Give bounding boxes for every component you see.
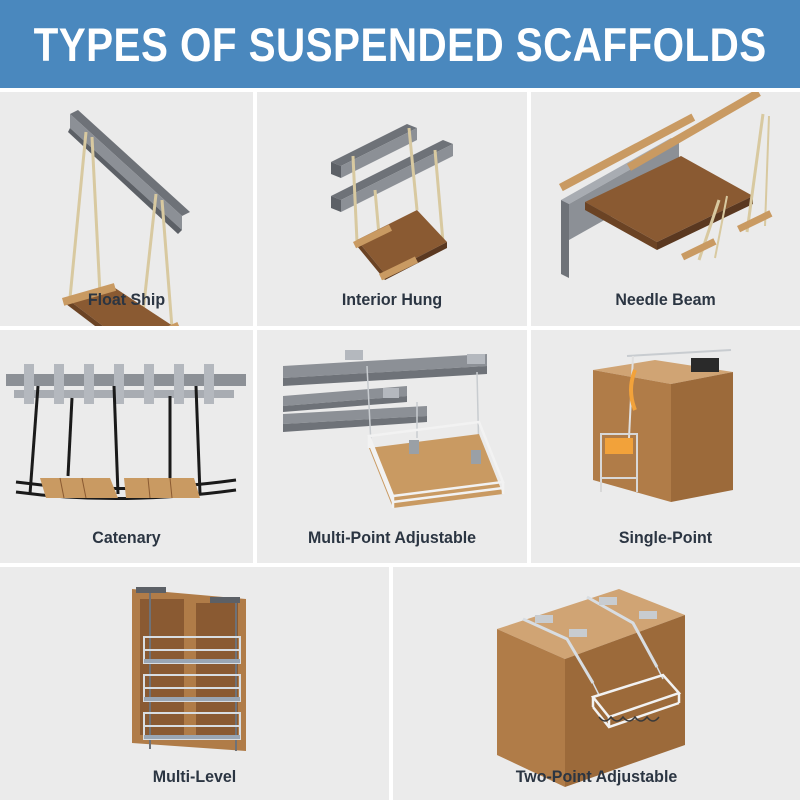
interior-hung-illustration [331,124,453,281]
scaffold-label: Needle Beam [615,290,716,309]
title-banner: TYPES OF SUSPENDED SCAFFOLDS [0,0,800,88]
catenary-panel: Catenary [0,330,253,563]
scaffold-label: Float Ship [87,290,166,309]
scaffold-label: Two-Point Adjustable [515,767,678,786]
float-ship-panel: Float Ship [0,92,253,326]
needle-beam-panel: Needle Beam [531,92,800,326]
scaffold-label: Multi-Level [152,767,237,786]
multi-level-panel: Multi-Level [0,567,389,800]
scaffold-label: Multi-Point Adjustable [307,528,477,547]
multi-point-adjustable-panel: Multi-Point Adjustable [257,330,527,563]
multi-point-adjustable-illustration [283,350,505,508]
page-title: TYPES OF SUSPENDED SCAFFOLDS [33,17,767,71]
scaffold-label: Catenary [92,528,161,547]
single-point-panel: Single-Point [531,330,800,563]
multi-level-illustration [132,587,246,751]
scaffold-label: Interior Hung [341,290,443,309]
single-point-illustration [593,349,733,502]
interior-hung-panel: Interior Hung [257,92,527,326]
two-point-adjustable-panel: Two-Point Adjustable [393,567,800,800]
catenary-illustration [6,364,246,501]
scaffold-label: Single-Point [618,528,713,547]
float-ship-illustration [61,110,190,326]
needle-beam-illustration [559,92,773,278]
two-point-adjustable-illustration [497,589,685,787]
